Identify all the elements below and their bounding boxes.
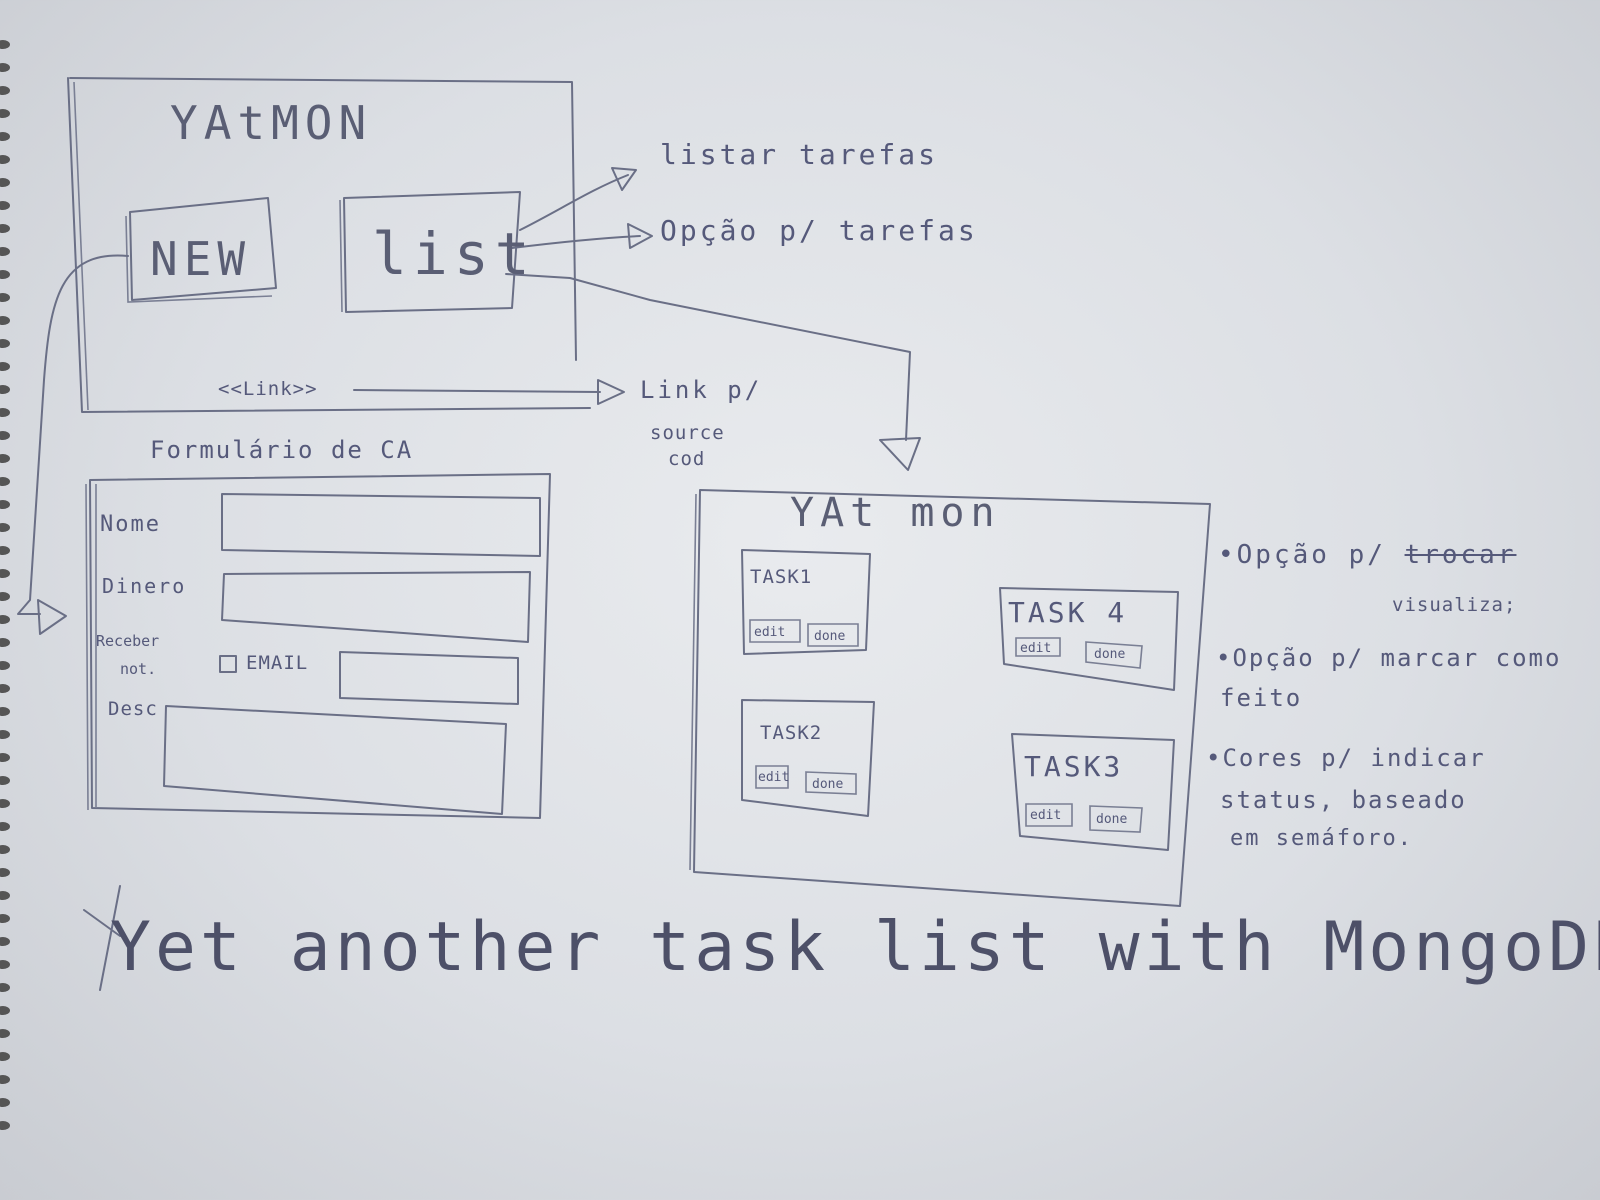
task2-label: TASK2 xyxy=(760,722,823,744)
task2-card xyxy=(741,699,875,817)
arrow-listar xyxy=(519,174,629,231)
caption-y-stroke xyxy=(83,885,121,991)
not-label: not. xyxy=(120,660,157,678)
task3-edit-button[interactable]: edit xyxy=(1030,808,1062,823)
task2-done-button[interactable]: done xyxy=(812,777,844,792)
task4-card xyxy=(999,587,1179,691)
task-screen-title: YAt mon xyxy=(790,490,1001,536)
new-button[interactable]: NEW xyxy=(150,232,252,286)
desc-label: Desc xyxy=(108,698,158,720)
note-3b: status, baseado xyxy=(1220,786,1467,814)
task2-edit-button[interactable]: edit xyxy=(758,770,790,785)
note-2b: feito xyxy=(1220,684,1303,712)
list-button[interactable]: list xyxy=(372,220,536,288)
note-1: •Opção p/ trocar xyxy=(1218,540,1516,570)
annotation-listar: listar tarefas xyxy=(660,138,939,171)
task3-done-button[interactable]: done xyxy=(1096,812,1128,827)
arrow-to-tasks xyxy=(505,273,911,441)
task-screen-frame xyxy=(693,489,1211,907)
dinero-label: Dinero xyxy=(102,574,187,598)
task3-label: TASK3 xyxy=(1024,750,1124,783)
annotation-link: Link p/ xyxy=(640,376,763,404)
task1-label: TASK1 xyxy=(750,566,813,588)
arrow-opcao xyxy=(511,235,641,249)
annotation-source: source xyxy=(650,422,725,444)
home-frame xyxy=(67,77,591,413)
annotation-opcao: Opção p/ tarefas xyxy=(660,214,978,247)
email-label: EMAIL xyxy=(246,652,309,674)
note-1-strike: trocar xyxy=(1404,540,1517,570)
home-title: YAtMON xyxy=(170,96,373,150)
nome-label: Nome xyxy=(100,512,161,537)
arrow-link xyxy=(353,389,601,393)
caption: Yet another task list with MongoDB xyxy=(110,908,1600,987)
task1-done-button[interactable]: done xyxy=(814,629,846,644)
dinero-field xyxy=(221,571,531,643)
note-1-text: •Opção p/ xyxy=(1218,540,1386,570)
note-2: •Opção p/ marcar como xyxy=(1216,644,1562,672)
source-link[interactable]: <<Link>> xyxy=(218,378,318,400)
list-box xyxy=(343,191,521,313)
task4-label: TASK 4 xyxy=(1008,596,1128,629)
notebook-spiral xyxy=(0,40,16,1160)
new-box xyxy=(129,197,277,301)
task1-card xyxy=(741,549,871,655)
nome-field xyxy=(221,493,541,557)
email-field xyxy=(339,651,519,705)
note-1b: visualiza; xyxy=(1392,594,1517,616)
annotation-cod: cod xyxy=(668,448,706,470)
task1-edit-button[interactable]: edit xyxy=(754,625,786,640)
note-3: •Cores p/ indicar xyxy=(1206,744,1486,772)
task3-card xyxy=(1011,733,1175,851)
task4-edit-button[interactable]: edit xyxy=(1020,641,1052,656)
desc-field xyxy=(163,705,507,815)
task4-done-button[interactable]: done xyxy=(1094,647,1126,662)
form-frame xyxy=(89,473,551,819)
form-heading: Formulário de CA xyxy=(150,436,414,464)
email-checkbox xyxy=(219,655,237,673)
receber-label: Receber xyxy=(96,632,160,650)
note-3c: em semáforo. xyxy=(1230,826,1413,851)
arrow-to-form xyxy=(17,254,129,615)
